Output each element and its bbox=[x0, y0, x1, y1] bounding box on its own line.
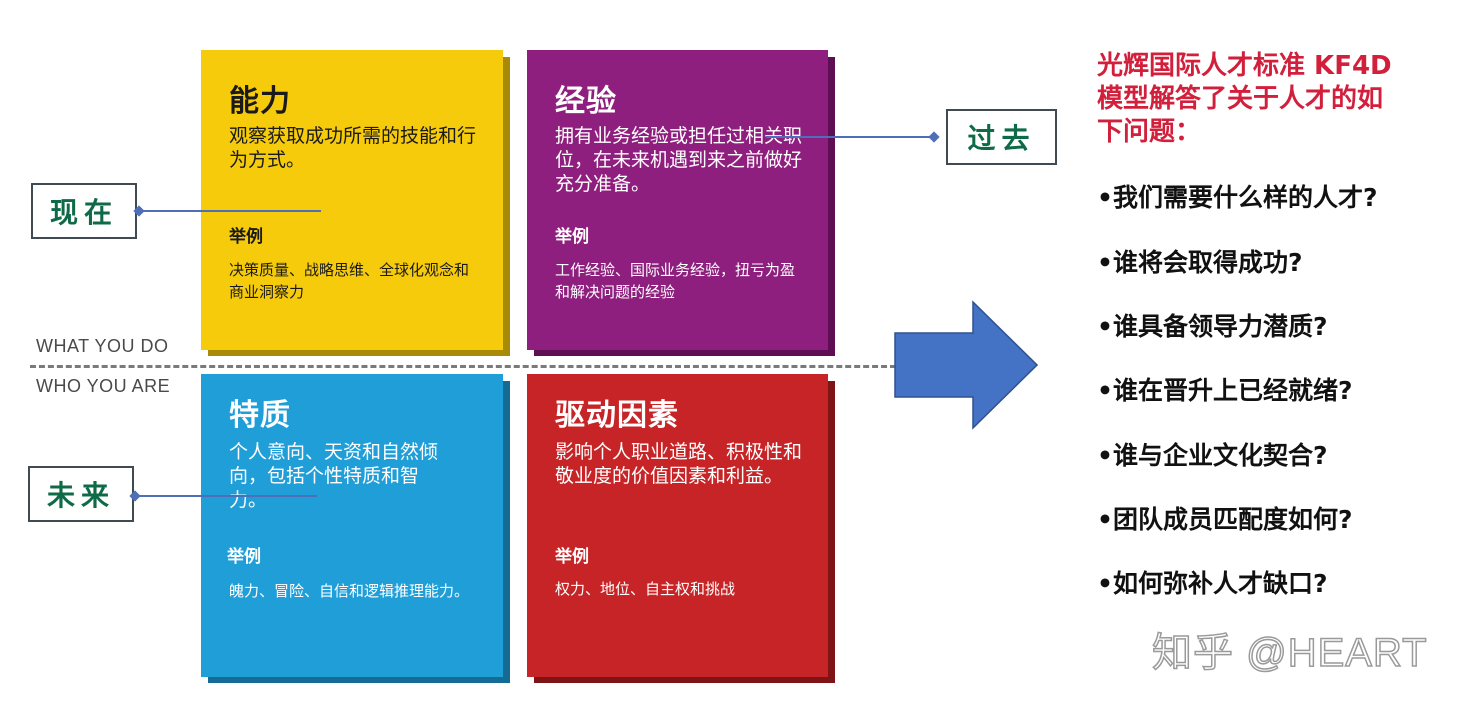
quadrant-description: 影响个人职业道路、积极性和敬业度的价值因素和利益。 bbox=[555, 441, 803, 487]
example-label: 举例 bbox=[229, 227, 263, 247]
example-text: 魄力、冒险、自信和逻辑推理能力。 bbox=[229, 582, 470, 600]
connector-present bbox=[140, 210, 321, 212]
what-who-divider bbox=[30, 365, 896, 368]
question-item: •我们需要什么样的人才? bbox=[1097, 183, 1378, 212]
quadrant-description: 观察获取成功所需的技能和行为方式。 bbox=[229, 125, 477, 171]
quadrant-experience: 经验 拥有业务经验或担任过相关职位，在未来机遇到来之前做好充分准备。 举例 工作… bbox=[527, 50, 835, 356]
axis-label-what-you-do: WHAT YOU DO bbox=[36, 336, 169, 356]
question-item: •谁将会取得成功? bbox=[1097, 248, 1303, 277]
right-arrow-icon bbox=[894, 300, 1038, 430]
card-face bbox=[527, 50, 828, 350]
diamond-marker-icon bbox=[928, 131, 940, 143]
quadrant-title: 驱动因素 bbox=[555, 398, 679, 433]
connector-past bbox=[766, 136, 938, 138]
example-text: 决策质量、战略思维、全球化观念和商业洞察力 bbox=[229, 261, 470, 301]
time-label-past: 过去 bbox=[946, 109, 1057, 165]
example-text: 工作经验、国际业务经验，扭亏为盈和解决问题的经验 bbox=[555, 261, 796, 301]
watermark: 知乎 @HEART bbox=[1151, 630, 1428, 676]
time-label-present: 现在 bbox=[31, 183, 137, 239]
card-face bbox=[527, 374, 828, 677]
quadrant-title: 特质 bbox=[229, 398, 291, 433]
example-label: 举例 bbox=[555, 227, 589, 247]
quadrant-title: 经验 bbox=[555, 84, 617, 119]
example-text: 权力、地位、自主权和挑战 bbox=[555, 580, 736, 598]
axis-label-who-you-are: WHO YOU ARE bbox=[36, 376, 171, 396]
example-label: 举例 bbox=[555, 547, 589, 567]
question-item: •谁具备领导力潜质? bbox=[1097, 312, 1328, 341]
quadrant-description: 拥有业务经验或担任过相关职位，在未来机遇到来之前做好充分准备。 bbox=[555, 125, 803, 195]
kf4d-title: 光辉国际人才标准 KF4D模型解答了关于人才的如下问题： bbox=[1097, 51, 1392, 147]
quadrant-ability: 能力 观察获取成功所需的技能和行为方式。 举例 决策质量、战略思维、全球化观念和… bbox=[201, 50, 510, 356]
quadrant-title: 能力 bbox=[229, 84, 291, 119]
quadrant-drivers: 驱动因素 影响个人职业道路、积极性和敬业度的价值因素和利益。 举例 权力、地位、… bbox=[527, 374, 835, 683]
quadrant-description: 个人意向、天资和自然倾向，包括个性特质和智力。 bbox=[229, 441, 439, 511]
example-label: 举例 bbox=[227, 547, 261, 567]
question-item: •谁与企业文化契合? bbox=[1097, 441, 1328, 470]
card-face bbox=[201, 50, 503, 350]
question-item: •谁在晋升上已经就绪? bbox=[1097, 376, 1353, 405]
card-face bbox=[201, 374, 503, 677]
connector-future bbox=[136, 495, 317, 497]
question-item: •如何弥补人才缺口? bbox=[1097, 569, 1328, 598]
kf4d-summary: 光辉国际人才标准 KF4D模型解答了关于人才的如下问题： bbox=[1097, 50, 1467, 149]
question-item: •团队成员匹配度如何? bbox=[1097, 505, 1353, 534]
time-label-future: 未来 bbox=[28, 466, 134, 522]
quadrant-traits: 特质 个人意向、天资和自然倾向，包括个性特质和智力。 举例 魄力、冒险、自信和逻… bbox=[201, 374, 510, 683]
